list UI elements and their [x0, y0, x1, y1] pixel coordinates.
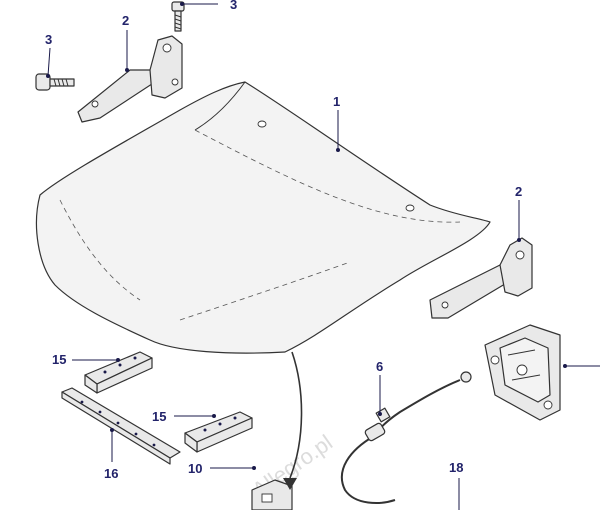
- callout-1: 1: [333, 94, 340, 109]
- release-cable: [340, 371, 472, 504]
- hinge-right: [429, 237, 533, 319]
- callout-3-left: 3: [45, 32, 52, 47]
- seal-strip: [61, 387, 181, 465]
- bolt-top: [171, 1, 185, 32]
- detail-arrow: [283, 351, 303, 490]
- callout-6: 6: [376, 359, 383, 374]
- callout-2-right: 2: [515, 184, 522, 199]
- rubber-pad-upper: [84, 351, 153, 394]
- callout-15-lower: 15: [152, 409, 166, 424]
- leader-lines: [46, 2, 600, 510]
- clip-part: [251, 479, 293, 510]
- callout-15-upper: 15: [52, 352, 66, 367]
- callout-18: 18: [449, 460, 463, 475]
- hinge-left: [77, 35, 183, 123]
- callout-16: 16: [104, 466, 118, 481]
- bolt-left: [35, 73, 75, 91]
- rubber-pad-lower: [184, 411, 253, 453]
- hood-panel: [35, 81, 491, 354]
- callout-3-top: 3: [230, 0, 237, 12]
- callout-10: 10: [188, 461, 202, 476]
- hood-latch: [484, 324, 561, 421]
- callout-2-top: 2: [122, 13, 129, 28]
